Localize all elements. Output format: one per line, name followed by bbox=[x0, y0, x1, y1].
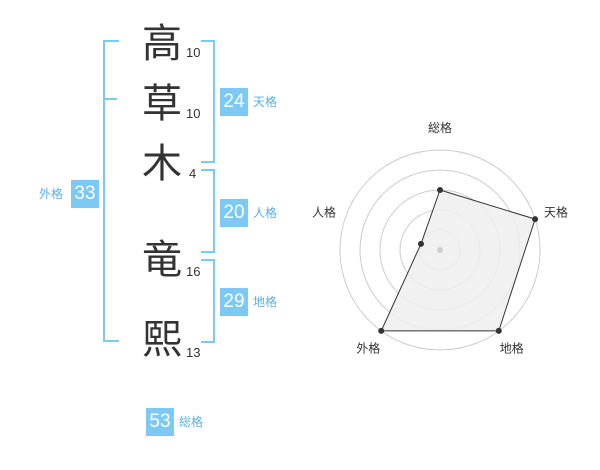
tenkaku-value-badge: 24 bbox=[220, 88, 248, 116]
radar-point-4 bbox=[378, 327, 385, 334]
radar-center-dot bbox=[437, 247, 443, 253]
jinkaku-bracket bbox=[201, 169, 215, 253]
jinkaku-label: 人格 bbox=[253, 206, 278, 220]
radar-axis-label-4: 外格 bbox=[356, 341, 380, 356]
radar-axis-label-3: 地格 bbox=[500, 341, 524, 356]
tenkaku-label: 天格 bbox=[253, 95, 278, 109]
stroke-count-2: 10 bbox=[186, 106, 201, 121]
name-char-2: 草 bbox=[142, 81, 182, 127]
tenkaku-bracket bbox=[201, 40, 215, 163]
radar-series-area bbox=[380, 189, 536, 332]
jinkaku-value-badge: 20 bbox=[220, 199, 248, 227]
radar-point-3 bbox=[495, 327, 502, 334]
chikaku-bracket bbox=[201, 259, 215, 343]
stroke-count-3: 4 bbox=[189, 166, 197, 181]
radar-axis-label-5: 人格 bbox=[312, 204, 336, 219]
gaikaku-value-badge: 33 bbox=[71, 180, 99, 208]
radar-axis-label-1: 総格 bbox=[428, 120, 452, 135]
soukaku-label: 総格 bbox=[179, 415, 204, 429]
name-char-4: 竜 bbox=[142, 237, 182, 283]
stroke-count-5: 13 bbox=[186, 345, 201, 360]
gaikaku-bracket bbox=[103, 40, 119, 342]
gaikaku-label: 外格 bbox=[39, 187, 64, 201]
stroke-count-1: 10 bbox=[186, 45, 201, 60]
chikaku-value-badge: 29 bbox=[220, 288, 248, 316]
stroke-count-4: 16 bbox=[186, 264, 201, 279]
name-char-1: 高 bbox=[142, 21, 182, 67]
radar-point-5 bbox=[417, 240, 424, 247]
radar-point-2 bbox=[532, 216, 539, 223]
radar-grid-ring bbox=[339, 149, 541, 351]
soukaku-value-badge: 53 bbox=[146, 408, 174, 436]
chikaku-label: 地格 bbox=[253, 295, 278, 309]
gaikaku-bracket-tick bbox=[105, 98, 117, 100]
name-char-3: 木 bbox=[142, 141, 182, 187]
radar-point-1 bbox=[437, 187, 443, 193]
name-char-5: 熙 bbox=[142, 317, 182, 363]
radar-axis-label-2: 天格 bbox=[544, 204, 568, 219]
